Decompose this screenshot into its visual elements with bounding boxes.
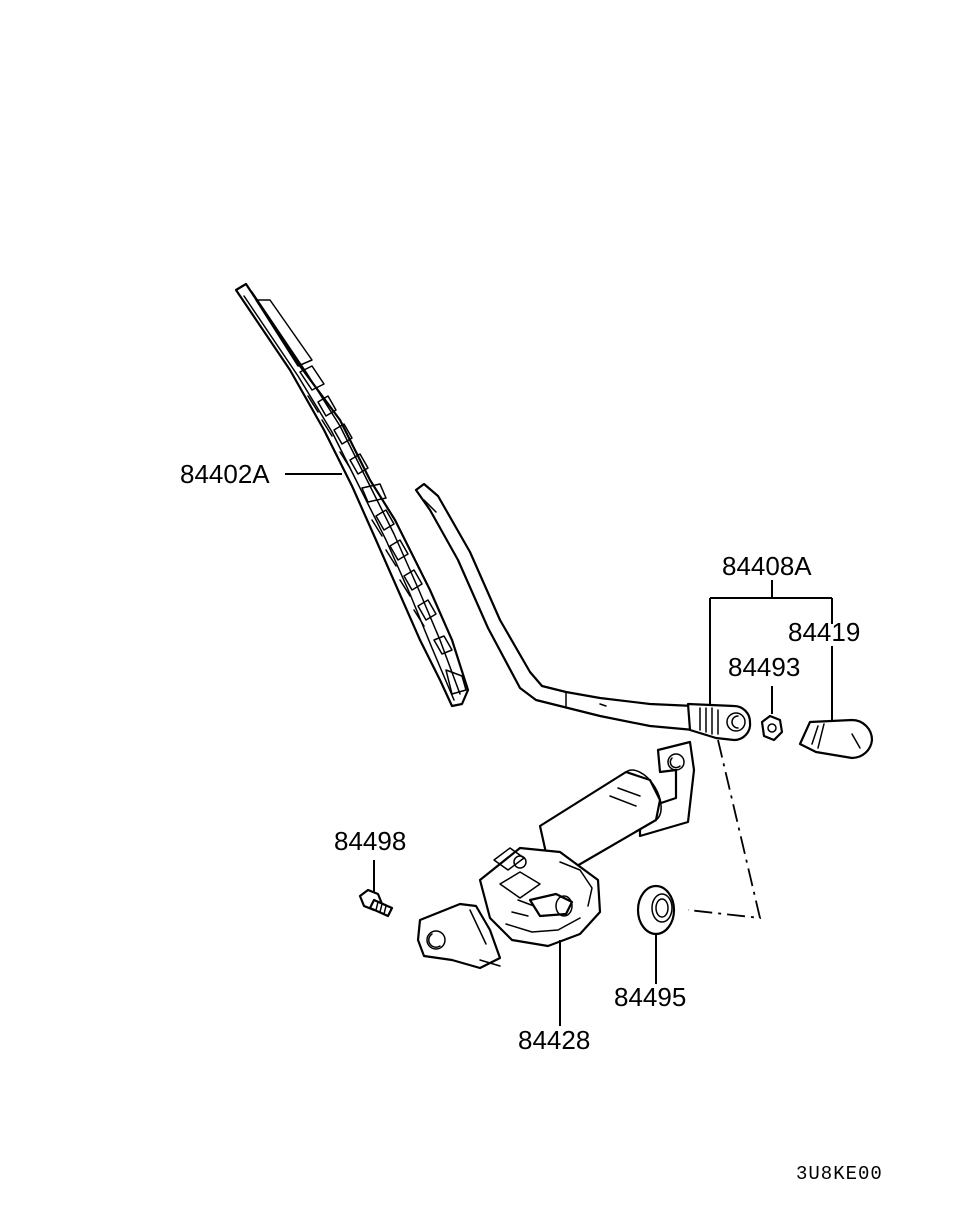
label-bolt: 84498 (334, 826, 406, 856)
label-wiper-blade: 84402A (180, 459, 270, 489)
label-nut: 84493 (728, 652, 800, 682)
bracket-arm-assembly (709, 580, 833, 704)
arm-cap-drawing[interactable] (798, 718, 874, 760)
label-grommet: 84495 (614, 982, 686, 1012)
alignment-line (687, 739, 762, 920)
nut-drawing[interactable] (760, 714, 784, 742)
wiper-motor-drawing[interactable] (416, 740, 696, 970)
label-arm-cap: 84419 (788, 617, 860, 647)
wiper-arm-drawing[interactable] (414, 482, 752, 742)
wiper-blade-drawing[interactable] (234, 282, 470, 708)
label-wiper-motor: 84428 (518, 1025, 590, 1055)
diagram-code: 3U8KE00 (796, 1163, 883, 1185)
grommet-drawing[interactable] (636, 884, 676, 936)
label-wiper-arm-assembly: 84408A (722, 551, 812, 581)
bolt-drawing[interactable] (358, 888, 394, 918)
